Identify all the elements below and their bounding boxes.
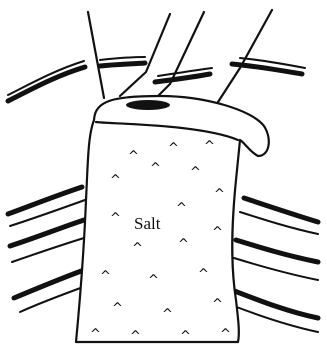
- salt-texture-mark: ^: [150, 161, 161, 176]
- right-stratum-1: [244, 198, 318, 222]
- salt-texture-mark: ^: [220, 327, 231, 342]
- salt-texture-mark: ^: [178, 237, 189, 252]
- salt-texture-mark: ^: [190, 165, 201, 180]
- salt-texture-mark: ^: [110, 173, 121, 188]
- left-stratum-1: [8, 187, 82, 214]
- fault-2: [120, 14, 170, 96]
- salt-texture-mark: ^: [176, 201, 187, 216]
- upper-mid-stratum-a-edge: [100, 57, 145, 60]
- cap-rock-lens: [126, 100, 170, 110]
- upper-strata: [8, 57, 305, 101]
- salt-texture-mark: ^: [180, 329, 191, 344]
- salt-diapir: [76, 96, 269, 342]
- left-flank-strata: [8, 187, 86, 312]
- salt-texture-mark: ^: [162, 307, 173, 322]
- right-stratum-5: [232, 290, 318, 318]
- salt-texture-mark: ^: [132, 241, 143, 256]
- salt-texture-mark: ^: [204, 139, 215, 154]
- salt-texture-mark: ^: [112, 301, 123, 316]
- left-stratum-5: [14, 270, 84, 298]
- salt-texture-mark: ^: [148, 273, 159, 288]
- upper-mid-stratum-a: [100, 63, 145, 66]
- right-flank-strata: [232, 198, 318, 332]
- right-stratum-6: [234, 306, 318, 332]
- fault-1: [88, 12, 104, 98]
- faults: [88, 10, 272, 102]
- upper-left-stratum-thick: [8, 67, 85, 101]
- salt-texture-mark: ^: [90, 327, 101, 342]
- right-stratum-2: [240, 212, 318, 234]
- salt-label: Salt: [134, 214, 161, 233]
- salt-texture-mark: ^: [214, 187, 225, 202]
- salt-texture-mark: ^: [100, 269, 111, 284]
- right-stratum-3: [236, 240, 318, 262]
- salt-texture-mark: ^: [130, 329, 141, 344]
- salt-texture-mark: ^: [198, 267, 209, 282]
- salt-texture-mark: ^: [168, 141, 179, 156]
- salt-texture-mark: ^: [128, 149, 139, 164]
- upper-left-stratum-edge: [8, 61, 84, 95]
- fault-4: [218, 10, 272, 102]
- salt-texture-mark: ^: [212, 297, 223, 312]
- salt-texture-mark: ^: [212, 225, 223, 240]
- salt-texture-mark: ^: [110, 211, 121, 226]
